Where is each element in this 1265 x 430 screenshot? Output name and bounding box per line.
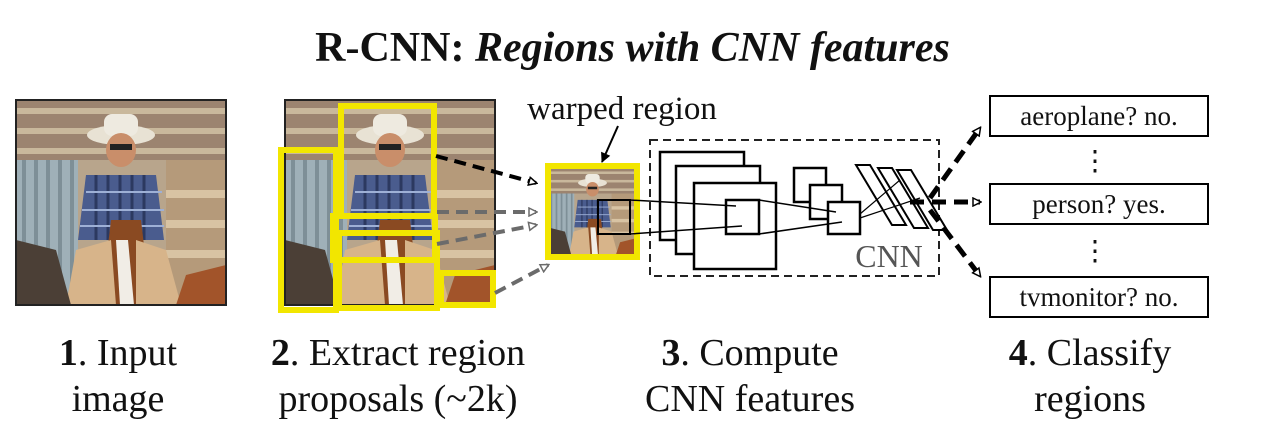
step-number: 2 xyxy=(270,332,290,374)
step-number: 1 xyxy=(58,332,78,374)
classifier-arrows xyxy=(910,128,983,276)
class-label-aeroplane: aeroplane? no. xyxy=(1020,101,1177,131)
step-number: 4 xyxy=(1008,332,1028,374)
step-text: . Classify xyxy=(1027,332,1172,374)
proposal-arrows xyxy=(435,154,548,295)
vertical-ellipsis: ⋮ xyxy=(1081,144,1109,177)
step-number: 3 xyxy=(661,332,681,374)
dashed-arrow xyxy=(928,208,982,276)
step-text: . Input xyxy=(77,332,178,374)
cnn-label: CNN xyxy=(855,238,923,274)
class-box xyxy=(989,276,1209,318)
title-bold: R-CNN: xyxy=(315,25,465,71)
title-italic: Regions with CNN features xyxy=(474,25,950,71)
step-3-caption: 3. Compute CNN features xyxy=(615,330,885,422)
step-text: proposals (~2k) xyxy=(278,378,518,420)
receptive-field-box xyxy=(597,199,631,235)
step-text: . Extract region xyxy=(289,332,526,374)
proposal-box xyxy=(336,230,440,311)
proposal-box xyxy=(438,270,496,308)
warped-region-pointer xyxy=(601,125,619,163)
vertical-ellipsis: ⋮ xyxy=(1081,234,1109,267)
proposal-boxes xyxy=(278,103,496,313)
region-proposals-image xyxy=(278,99,496,313)
input-image xyxy=(15,99,227,306)
step-text: . Compute xyxy=(680,332,839,374)
class-box xyxy=(989,183,1209,225)
diagram-title: R-CNN: Regions with CNN features xyxy=(0,24,1265,72)
step-1-caption: 1. Input image xyxy=(18,330,218,422)
step-text: image xyxy=(71,378,165,420)
class-box xyxy=(989,95,1209,137)
dashed-arrow xyxy=(494,263,548,295)
class-outputs: aeroplane? no. ⋮ person? yes. ⋮ tvmonito… xyxy=(989,95,1209,318)
warped-region-label: warped region xyxy=(527,91,717,127)
step-4-caption: 4. Classify regions xyxy=(975,330,1205,422)
cnn-dashed-frame xyxy=(649,139,940,277)
warped-region xyxy=(545,163,640,260)
step-2-caption: 2. Extract region proposals (~2k) xyxy=(238,330,558,422)
class-label-tvmonitor: tvmonitor? no. xyxy=(1020,282,1179,312)
class-label-person: person? yes. xyxy=(1032,189,1165,219)
dashed-arrow xyxy=(927,128,983,200)
dashed-arrow xyxy=(436,225,536,246)
step-text: regions xyxy=(1034,378,1146,420)
cnn-block xyxy=(629,139,949,277)
dashed-arrow xyxy=(435,154,536,183)
step-text: CNN features xyxy=(645,378,855,420)
